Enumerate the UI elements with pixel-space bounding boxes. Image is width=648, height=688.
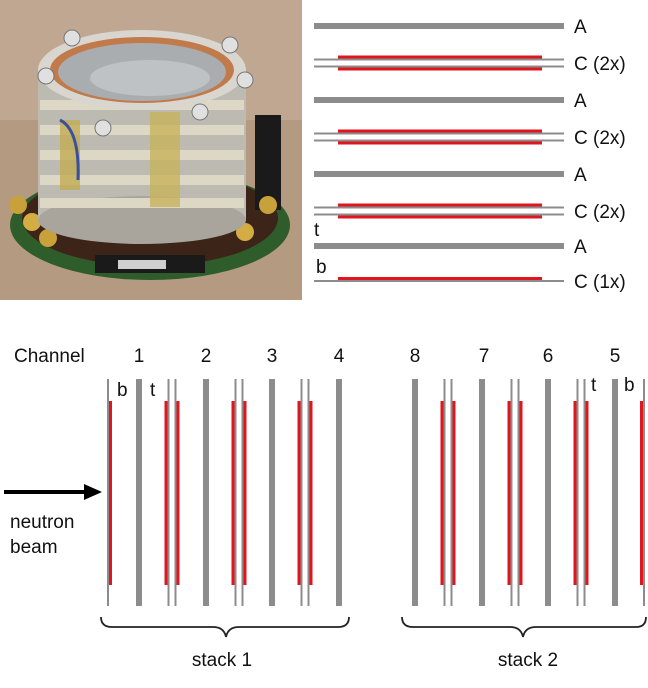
converter-layer (243, 401, 247, 585)
electrode-array (107, 379, 645, 606)
converter-layer-bottom (338, 215, 542, 219)
stack1-label-t: t (150, 380, 156, 401)
stack1-label: stack 1 (192, 650, 252, 671)
cathode-foil (241, 379, 244, 606)
cathode-foil (234, 379, 237, 606)
cathode-foil (107, 379, 109, 606)
channel-number: 1 (134, 346, 145, 367)
connector-label (118, 260, 166, 269)
converter-layer (519, 401, 523, 585)
channel-number: 3 (267, 346, 278, 367)
beam-label-line1: neutron (10, 512, 74, 533)
arrow-right-icon (4, 484, 102, 500)
cathode-foil (300, 379, 303, 606)
stack2-label: stack 2 (498, 650, 558, 671)
converter-layer (573, 401, 577, 585)
anode-plane (314, 97, 564, 103)
detector-photo (0, 0, 302, 300)
converter-layer (640, 401, 643, 585)
converter-layer (338, 277, 542, 280)
cathode-foil (450, 379, 453, 606)
stack2-label-t: t (591, 375, 597, 396)
converter-layer (109, 401, 112, 585)
ring-stack (38, 30, 246, 244)
anode-electrode (336, 379, 342, 606)
beam-label-line2: beam (10, 537, 58, 558)
anode-plane (314, 243, 564, 249)
converter-layer-top (338, 55, 542, 59)
cathode-foil (314, 280, 564, 282)
anode-plane (314, 171, 564, 177)
layer-label: A (574, 17, 587, 38)
cathode-foil (174, 379, 177, 606)
converter-layer (507, 401, 511, 585)
cathode-foil-bottom (314, 139, 564, 142)
channel-number: 6 (543, 346, 554, 367)
channel-number: 5 (610, 346, 621, 367)
converter-layer (452, 401, 456, 585)
side-connector (255, 115, 281, 210)
layer-label: C (2x) (574, 128, 626, 149)
converter-layer-bottom (338, 67, 542, 71)
converter-layer (309, 401, 313, 585)
channel-number: 7 (479, 346, 490, 367)
layer-label: C (1x) (574, 272, 626, 293)
layer-label: C (2x) (574, 202, 626, 223)
cathode-foil-bottom (314, 213, 564, 216)
layer-label: A (574, 91, 587, 112)
layer-label: A (574, 237, 587, 258)
anode-electrode (269, 379, 275, 606)
converter-layer-top (338, 203, 542, 207)
cathode-foil (576, 379, 579, 606)
cathode-foil (443, 379, 446, 606)
anode-plane (314, 23, 564, 29)
stack1-label-b: b (117, 380, 128, 401)
layer-label: C (2x) (574, 54, 626, 75)
converter-layer (164, 401, 168, 585)
anode-electrode (545, 379, 551, 606)
stack1-brace (100, 616, 350, 638)
channel-number: 4 (334, 346, 345, 367)
converter-layer (231, 401, 235, 585)
anode-electrode (412, 379, 418, 606)
cathode-foil-top (314, 132, 564, 135)
cathode-foil (583, 379, 586, 606)
anode-electrode (136, 379, 142, 606)
converter-layer (176, 401, 180, 585)
cathode-foil (517, 379, 520, 606)
channel-numbers: 1 2 3 4 8 7 6 5 (134, 346, 621, 367)
cathode-foil-top (314, 206, 564, 209)
channel-number: 2 (201, 346, 212, 367)
anode-electrode (203, 379, 209, 606)
cathode-foil (643, 379, 645, 606)
channel-header: Channel (14, 346, 85, 367)
converter-layer (440, 401, 444, 585)
converter-layer (297, 401, 301, 585)
converter-layer-top (338, 129, 542, 133)
stack2-label-b: b (624, 375, 635, 396)
converter-layer (585, 401, 589, 585)
converter-layer-bottom (338, 141, 542, 145)
screws (37, 29, 254, 137)
anode-electrode (479, 379, 485, 606)
cathode-foil (510, 379, 513, 606)
cathode-foil-bottom (314, 65, 564, 68)
layer-side-label-t: t (314, 220, 320, 241)
layer-side-label-b: b (316, 257, 327, 278)
cathode-foil-top (314, 58, 564, 61)
channel-number: 8 (410, 346, 421, 367)
cathode-foil (307, 379, 310, 606)
cathode-foil (167, 379, 170, 606)
anode-electrode (612, 379, 618, 606)
layer-label: A (574, 165, 587, 186)
layer-stack-schematic: A C (2x) A C (2x) A C (2x) A C (1x) (314, 17, 626, 293)
stack2-brace (401, 616, 647, 638)
